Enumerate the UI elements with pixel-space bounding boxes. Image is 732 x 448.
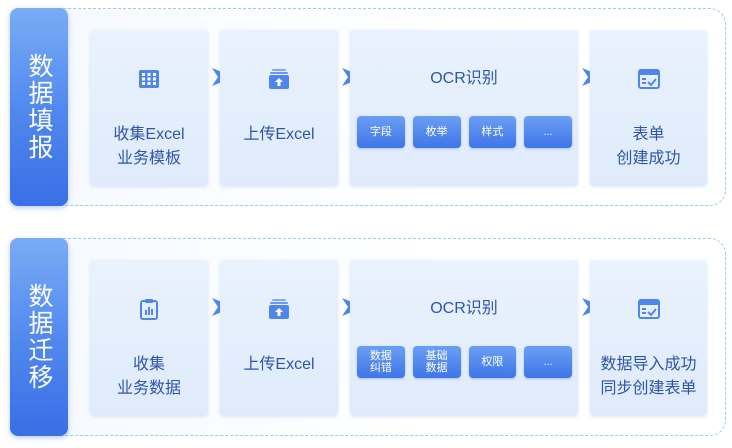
step-label: 收集 业务数据 [116, 356, 181, 397]
step-form-created: 表单 创建成功 [590, 30, 707, 186]
step-upload-excel: 上传Excel [220, 260, 338, 416]
step-label: 上传Excel [243, 356, 315, 373]
ocr-options: 数据纠错 基础数据 权限 ... [357, 346, 572, 378]
clipboard-chart-icon [140, 299, 158, 320]
chip-more[interactable]: ... [524, 346, 572, 378]
step-label: 上传Excel [243, 126, 315, 143]
step-ocr-recognition: OCR识别 字段 枚举 样式 ... [350, 30, 578, 186]
chip-more[interactable]: ... [524, 116, 572, 148]
chip-permission[interactable]: 权限 [468, 346, 517, 378]
chip-base-data[interactable]: 基础数据 [412, 346, 461, 378]
step-label: 收集Excel 业务模板 [113, 126, 185, 167]
chip-style[interactable]: 样式 [468, 116, 517, 148]
chip-field[interactable]: 字段 [357, 116, 405, 148]
lane-data-migration: 数据迁移 收集 业务数据 上传Excel OCR识别 数据纠错 基础数据 权限 [0, 238, 732, 438]
step-collect-template: 收集Excel 业务模板 [90, 30, 208, 186]
ocr-options: 字段 枚举 样式 ... [357, 116, 572, 148]
form-check-icon [637, 299, 660, 319]
step-label: 表单 创建成功 [616, 126, 681, 167]
step-upload-excel: 上传Excel [220, 30, 338, 186]
chip-data-correction[interactable]: 数据纠错 [357, 346, 405, 378]
chip-enum[interactable]: 枚举 [412, 116, 461, 148]
lane-label: 数据填报 [10, 8, 68, 206]
upload-icon [269, 69, 289, 89]
step-label: 数据导入成功 同步创建表单 [600, 356, 697, 397]
step-title: OCR识别 [430, 70, 498, 87]
step-title: OCR识别 [430, 300, 498, 317]
step-import-success: 数据导入成功 同步创建表单 [590, 260, 707, 416]
spreadsheet-icon [139, 70, 159, 88]
step-ocr-recognition: OCR识别 数据纠错 基础数据 权限 ... [350, 260, 578, 416]
form-check-icon [637, 69, 660, 89]
step-collect-data: 收集 业务数据 [90, 260, 208, 416]
lane-data-entry: 数据填报 收集Excel 业务模板 上传Excel OCR识别 字段 [0, 8, 732, 208]
lane-label: 数据迁移 [10, 238, 68, 436]
upload-icon [269, 299, 289, 319]
